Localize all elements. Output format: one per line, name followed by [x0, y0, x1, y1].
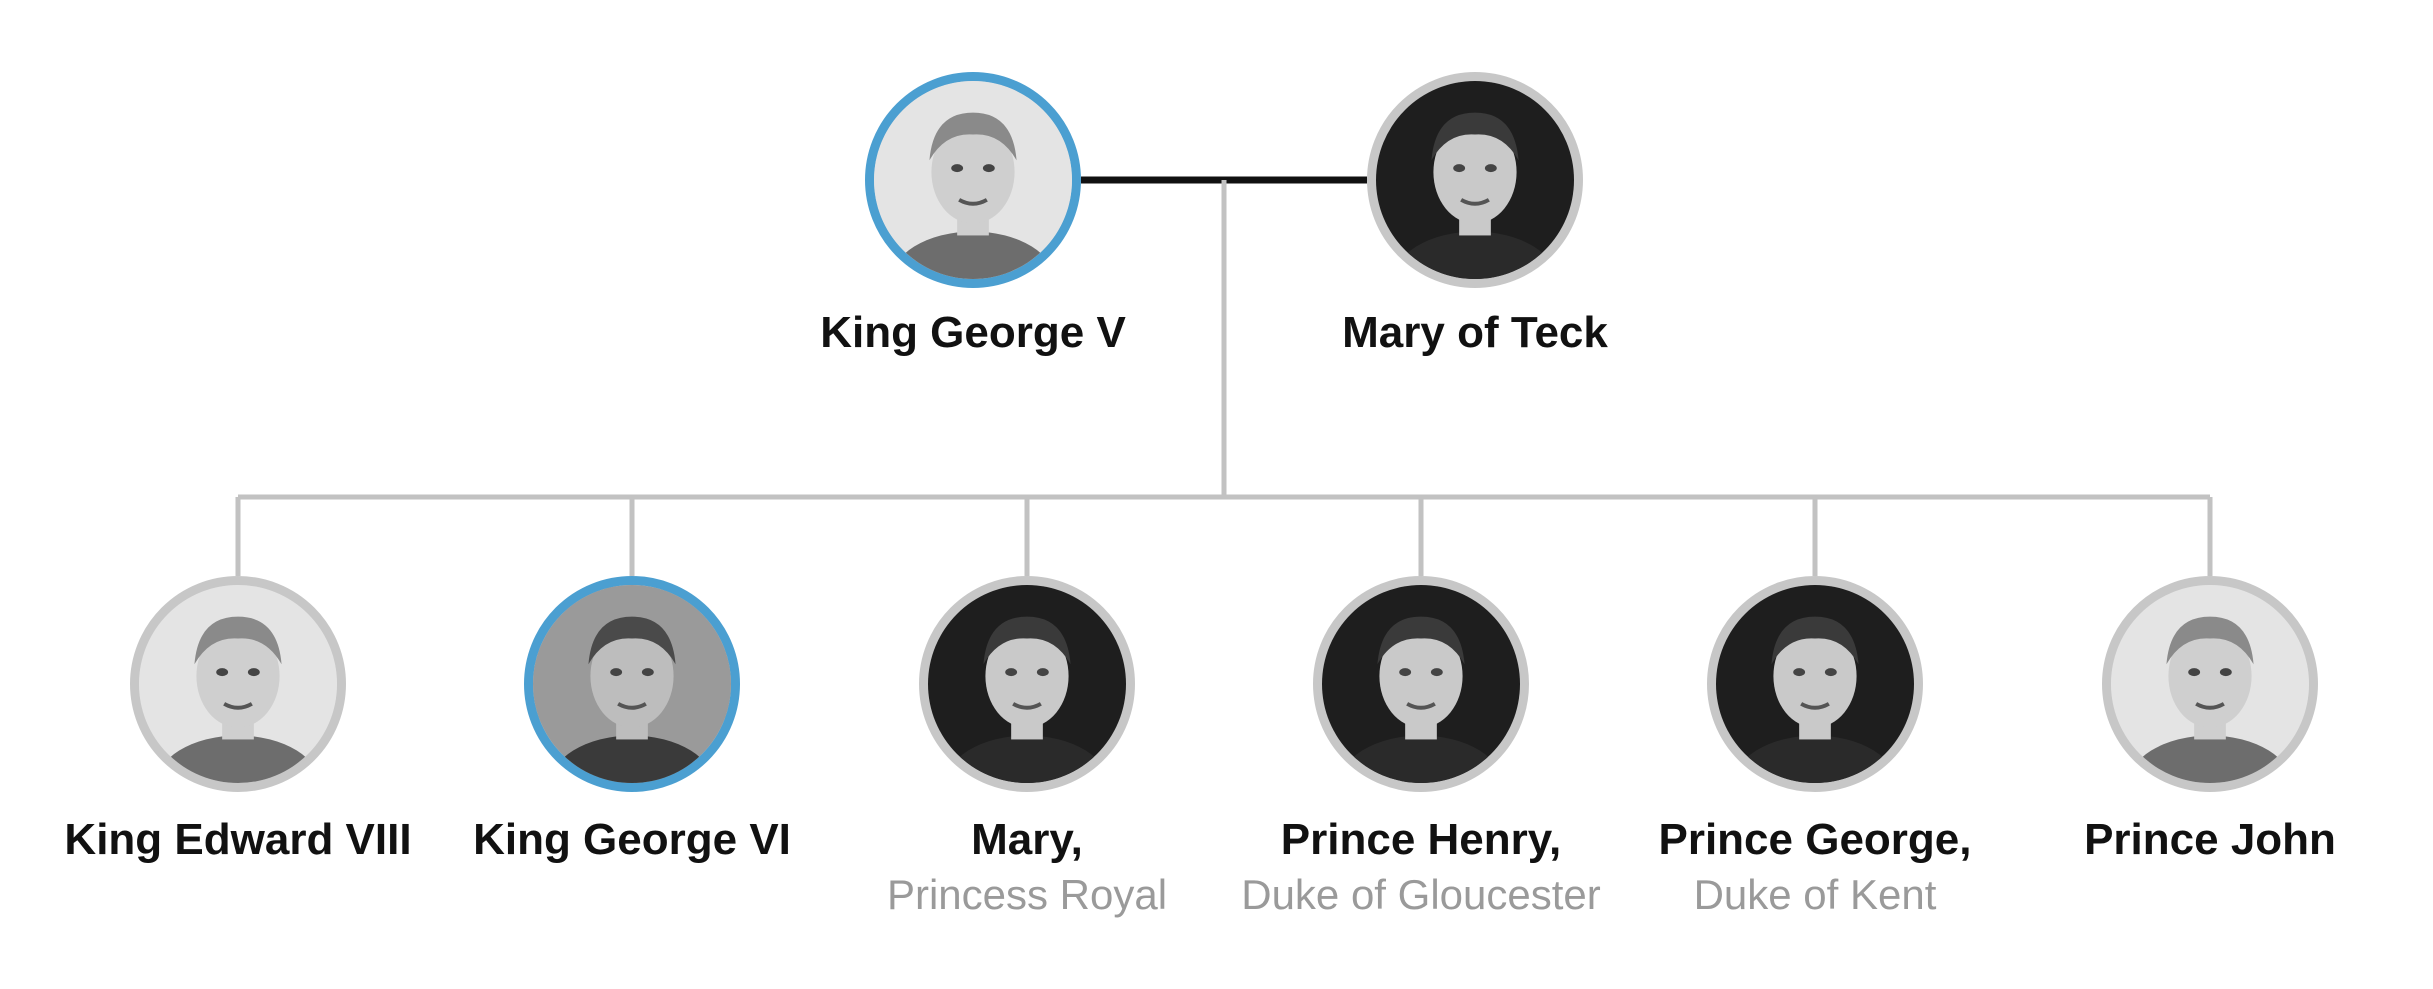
child-prince-john-name: Prince John	[2084, 815, 2336, 864]
child-king-george-vi-name: King George VI	[473, 815, 791, 864]
child-prince-henry-portrait	[1313, 576, 1529, 792]
child-prince-george-portrait	[1707, 576, 1923, 792]
child-prince-john-portrait	[2102, 576, 2318, 792]
child-prince-george-name: Prince George,	[1658, 815, 1972, 864]
child-king-george-vi-portrait	[524, 576, 740, 792]
child-mary-title: Princess Royal	[886, 871, 1168, 918]
parent-mary-of-teck-name: Mary of Teck	[1342, 308, 1608, 357]
child-king-edward-viii-portrait	[130, 576, 346, 792]
parent-king-george-v-name: King George V	[820, 308, 1126, 357]
parent-king-george-v-portrait	[865, 72, 1081, 288]
child-prince-george-title: Duke of Kent	[1693, 871, 1937, 918]
child-prince-henry-title: Duke of Gloucester	[1241, 871, 1601, 918]
parent-mary-of-teck-portrait	[1367, 72, 1583, 288]
child-mary-portrait	[919, 576, 1135, 792]
child-mary-name: Mary,	[971, 815, 1083, 864]
child-king-edward-viii-name: King Edward VIII	[64, 815, 412, 864]
child-prince-henry-name: Prince Henry,	[1280, 815, 1562, 864]
